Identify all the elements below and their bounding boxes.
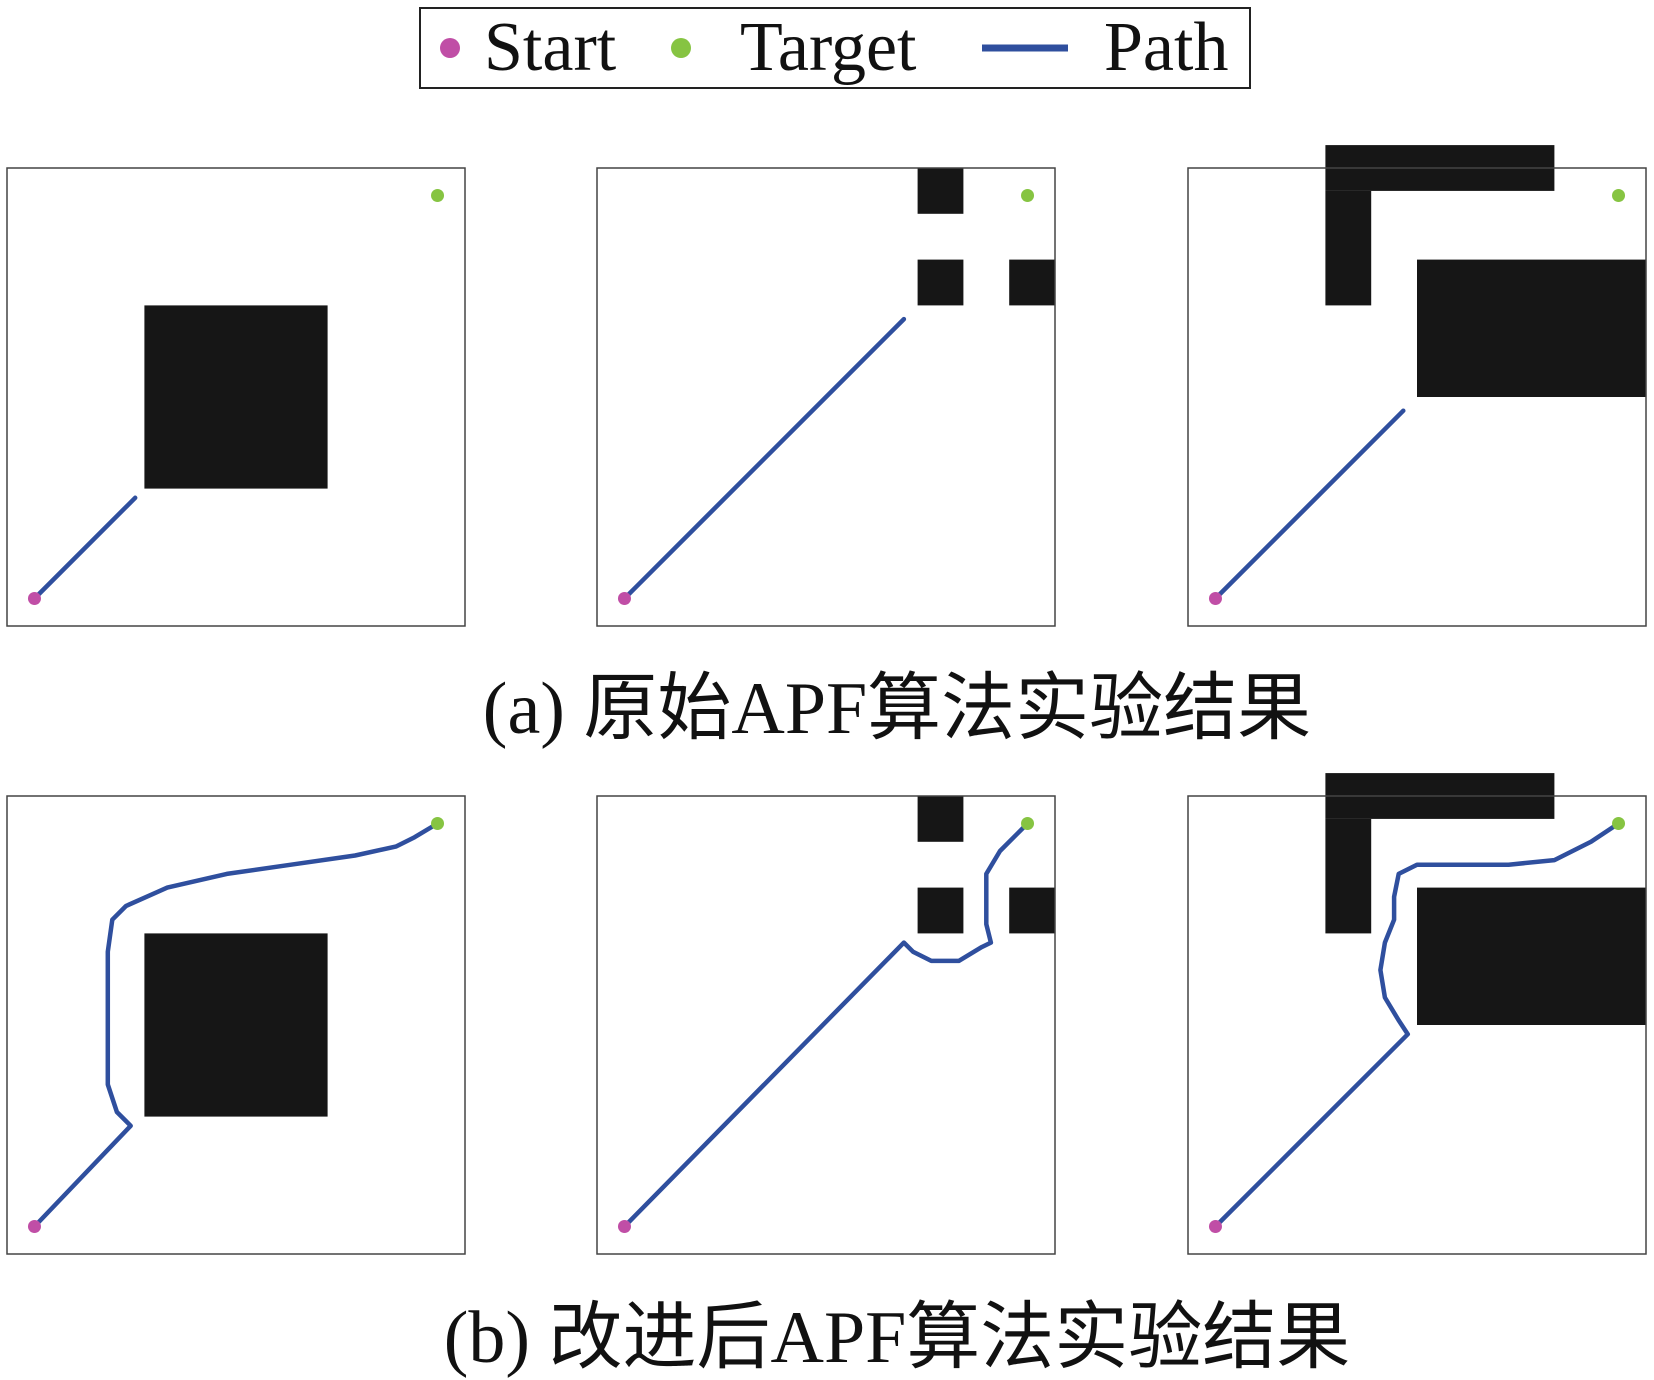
- obstacle-3: [1417, 887, 1646, 1025]
- legend-box: [419, 7, 1251, 89]
- obstacle-3: [1009, 887, 1055, 934]
- panel-original-env-2: [596, 167, 1056, 627]
- legend-target-marker: [671, 38, 691, 58]
- panel-original-env-1: [6, 167, 466, 627]
- panel-original-env-3: [1187, 145, 1647, 627]
- panel-frame: [6, 795, 466, 1255]
- path-line: [32, 495, 138, 601]
- legend-target-label: Target: [740, 9, 917, 86]
- panel-improved-env-3: [1187, 773, 1647, 1255]
- start-marker: [27, 1220, 41, 1234]
- obstacle-1: [144, 933, 328, 1117]
- path-line: [622, 316, 907, 601]
- panel-frame: [6, 167, 466, 627]
- start-marker: [1208, 592, 1222, 606]
- start-marker: [617, 1220, 631, 1234]
- path-line: [32, 821, 440, 1229]
- start-marker: [1208, 1220, 1222, 1234]
- obstacle-2: [1325, 818, 1372, 934]
- obstacle-2: [1325, 190, 1372, 306]
- caption-improved-apf: (b) 改进后APF算法实验结果: [444, 1297, 1351, 1379]
- obstacle-3: [1417, 259, 1646, 397]
- panel-frame: [596, 167, 1056, 627]
- obstacle-1: [144, 305, 328, 489]
- path-line: [1213, 408, 1406, 601]
- start-marker: [27, 592, 41, 606]
- panel-frame: [1187, 795, 1647, 1255]
- target-marker: [431, 816, 445, 830]
- legend-start-label: Start: [484, 9, 617, 86]
- panel-frame: [596, 795, 1056, 1255]
- legend-path-label: Path: [1104, 9, 1228, 86]
- target-marker: [431, 188, 445, 202]
- obstacle-3: [1009, 259, 1055, 306]
- row-original-apf: [6, 145, 1647, 627]
- panel-improved-env-2: [596, 795, 1056, 1255]
- obstacle-1: [917, 168, 964, 214]
- row-improved-apf: [6, 773, 1647, 1255]
- target-marker: [1612, 816, 1626, 830]
- path-line: [622, 821, 1030, 1229]
- path-line: [1213, 821, 1621, 1229]
- legend-start-marker: [440, 38, 460, 58]
- target-marker: [1021, 188, 1035, 202]
- start-marker: [617, 592, 631, 606]
- obstacle-2: [917, 259, 964, 306]
- legend: Start Target Path: [419, 7, 1251, 89]
- caption-original-apf: (a) 原始APF算法实验结果: [483, 668, 1311, 750]
- panel-improved-env-1: [6, 795, 466, 1255]
- target-marker: [1021, 816, 1035, 830]
- target-marker: [1612, 188, 1626, 202]
- panel-frame: [1187, 167, 1647, 627]
- obstacle-2: [917, 887, 964, 934]
- obstacle-1: [917, 796, 964, 842]
